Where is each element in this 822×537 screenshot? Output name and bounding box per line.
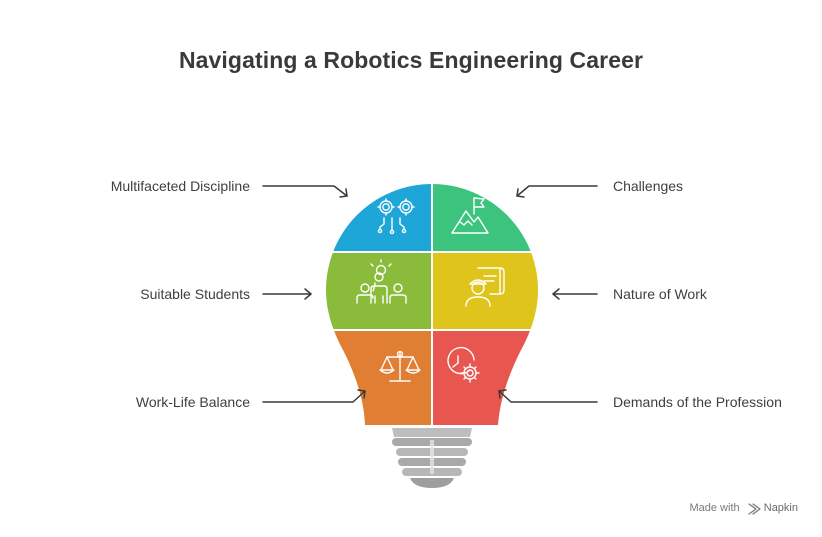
label-nature-of-work: Nature of Work bbox=[613, 286, 707, 302]
arrow-multifaceted-discipline bbox=[262, 185, 348, 198]
label-challenges: Challenges bbox=[613, 178, 684, 194]
segment-suitable-students bbox=[326, 253, 431, 329]
segment-work-life-balance bbox=[326, 331, 431, 425]
balance-scale-icon bbox=[379, 350, 421, 382]
napkin-brand-text: Napkin bbox=[763, 502, 798, 514]
mountain-flag-icon bbox=[451, 197, 489, 234]
segment-nature-of-work bbox=[433, 253, 538, 329]
label-multifaceted-discipline: Multifaceted Discipline bbox=[110, 178, 250, 194]
segment-challenges bbox=[433, 184, 538, 251]
label-demands-of-profession: Demands of the Profession bbox=[613, 394, 782, 410]
segment-demands-of-profession bbox=[433, 331, 538, 425]
gears-circuit-icon bbox=[377, 198, 415, 235]
bulb-body bbox=[326, 184, 538, 425]
clock-gear-icon bbox=[447, 346, 480, 383]
engineer-blueprint-icon bbox=[465, 267, 505, 307]
napkin-logo-icon bbox=[748, 503, 761, 515]
diagram-title: Navigating a Robotics Engineering Career bbox=[178, 47, 644, 73]
label-work-life-balance: Work-Life Balance bbox=[135, 394, 250, 410]
label-suitable-students: Suitable Students bbox=[140, 286, 250, 302]
made-with-text: Made with bbox=[689, 502, 740, 514]
arrow-nature-of-work bbox=[552, 288, 598, 300]
made-with-napkin-watermark[interactable]: Made with Napkin bbox=[689, 502, 798, 514]
arrow-demands-of-profession bbox=[498, 389, 598, 403]
arrow-suitable-students bbox=[262, 288, 312, 300]
arrow-work-life-balance bbox=[262, 389, 366, 403]
bulb-base bbox=[392, 428, 472, 488]
students-idea-icon bbox=[356, 259, 407, 304]
arrow-challenges bbox=[516, 185, 598, 198]
